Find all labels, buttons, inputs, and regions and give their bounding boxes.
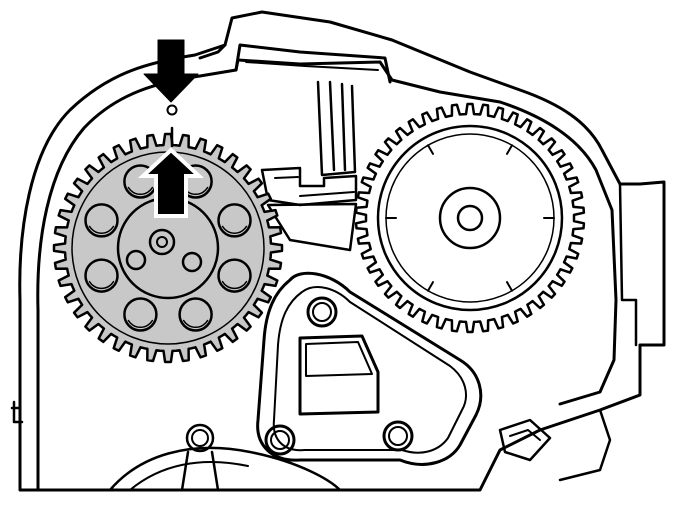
center-mount bbox=[260, 80, 358, 252]
sprocket-lightening-hole bbox=[178, 297, 213, 332]
camshaft-sprocket-right bbox=[354, 102, 586, 334]
right-sprocket-hub bbox=[438, 186, 502, 250]
bracket-plate bbox=[256, 271, 483, 466]
sprocket-lightening-hole bbox=[217, 203, 252, 238]
sprocket-mark-arrow bbox=[137, 147, 205, 218]
arrow-up-icon bbox=[137, 147, 205, 218]
top-reference-arrow bbox=[143, 39, 199, 103]
hole-depth-line bbox=[182, 319, 209, 329]
hole-depth-line bbox=[127, 186, 154, 196]
rim-notch bbox=[506, 144, 513, 155]
hole-depth-line bbox=[88, 225, 115, 234]
sprocket-lightening-hole bbox=[217, 258, 252, 293]
hub-pin-hole bbox=[181, 251, 203, 273]
center-post bbox=[316, 80, 357, 177]
right-ledge bbox=[618, 182, 638, 347]
bracket-bolt-head bbox=[270, 430, 290, 450]
center-wedge bbox=[266, 202, 358, 252]
lower-left-details bbox=[10, 400, 552, 492]
bracket-window bbox=[298, 334, 380, 416]
right-bottom-edge bbox=[558, 408, 612, 482]
hub-center-bolt bbox=[148, 228, 176, 256]
left-sprocket-teeth bbox=[52, 132, 284, 364]
center-cross bbox=[260, 166, 358, 207]
sprocket-lightening-hole bbox=[84, 258, 119, 293]
hole-depth-line bbox=[127, 319, 154, 329]
pulley-arc bbox=[108, 446, 342, 492]
hole-depth-line bbox=[88, 280, 115, 290]
sprocket-lightening-hole bbox=[84, 203, 119, 238]
left-side-pin bbox=[10, 400, 24, 424]
bracket-bolt-head bbox=[312, 302, 332, 322]
upper-step bbox=[198, 43, 227, 60]
bracket-bolt bbox=[306, 296, 338, 328]
hole-depth-line bbox=[221, 225, 248, 234]
right-sprocket-rim bbox=[376, 124, 564, 312]
hub-center-hole bbox=[156, 236, 168, 248]
center-post-lines bbox=[328, 80, 347, 172]
arrow-down-icon bbox=[143, 39, 199, 103]
bracket-bolt bbox=[264, 424, 296, 456]
rim-notch bbox=[506, 281, 513, 292]
camshaft-sprocket-left bbox=[52, 132, 284, 364]
bracket-bolt bbox=[382, 420, 414, 452]
housing-timing-mark bbox=[166, 104, 178, 116]
housing-outer-contour bbox=[18, 10, 666, 492]
sprocket-lightening-hole bbox=[123, 297, 158, 332]
rim-notch bbox=[427, 144, 434, 155]
lower-left-bolt-head bbox=[191, 429, 209, 447]
rim-notch bbox=[427, 281, 434, 292]
right-lower-fitting-2 bbox=[509, 429, 541, 441]
lower-left-bolt bbox=[185, 423, 215, 453]
hole-depth-line bbox=[221, 280, 248, 290]
top-bracket-inner bbox=[245, 61, 379, 71]
pulley-arc-inner bbox=[129, 461, 249, 491]
bracket-bolt-head bbox=[388, 426, 408, 446]
timing-marks bbox=[166, 104, 178, 148]
top-bracket bbox=[234, 43, 392, 84]
tensioner-bracket bbox=[256, 271, 483, 466]
hub-pin-hole bbox=[125, 249, 147, 271]
right-sprocket-teeth bbox=[354, 102, 586, 334]
right-lower-fitting bbox=[498, 418, 552, 462]
lower-left-stud bbox=[180, 450, 220, 492]
bracket-window-inner bbox=[305, 341, 373, 377]
right-sprocket-center-hole bbox=[456, 204, 484, 232]
bracket-plate-inner bbox=[272, 286, 467, 454]
center-cross-lines bbox=[274, 176, 355, 197]
